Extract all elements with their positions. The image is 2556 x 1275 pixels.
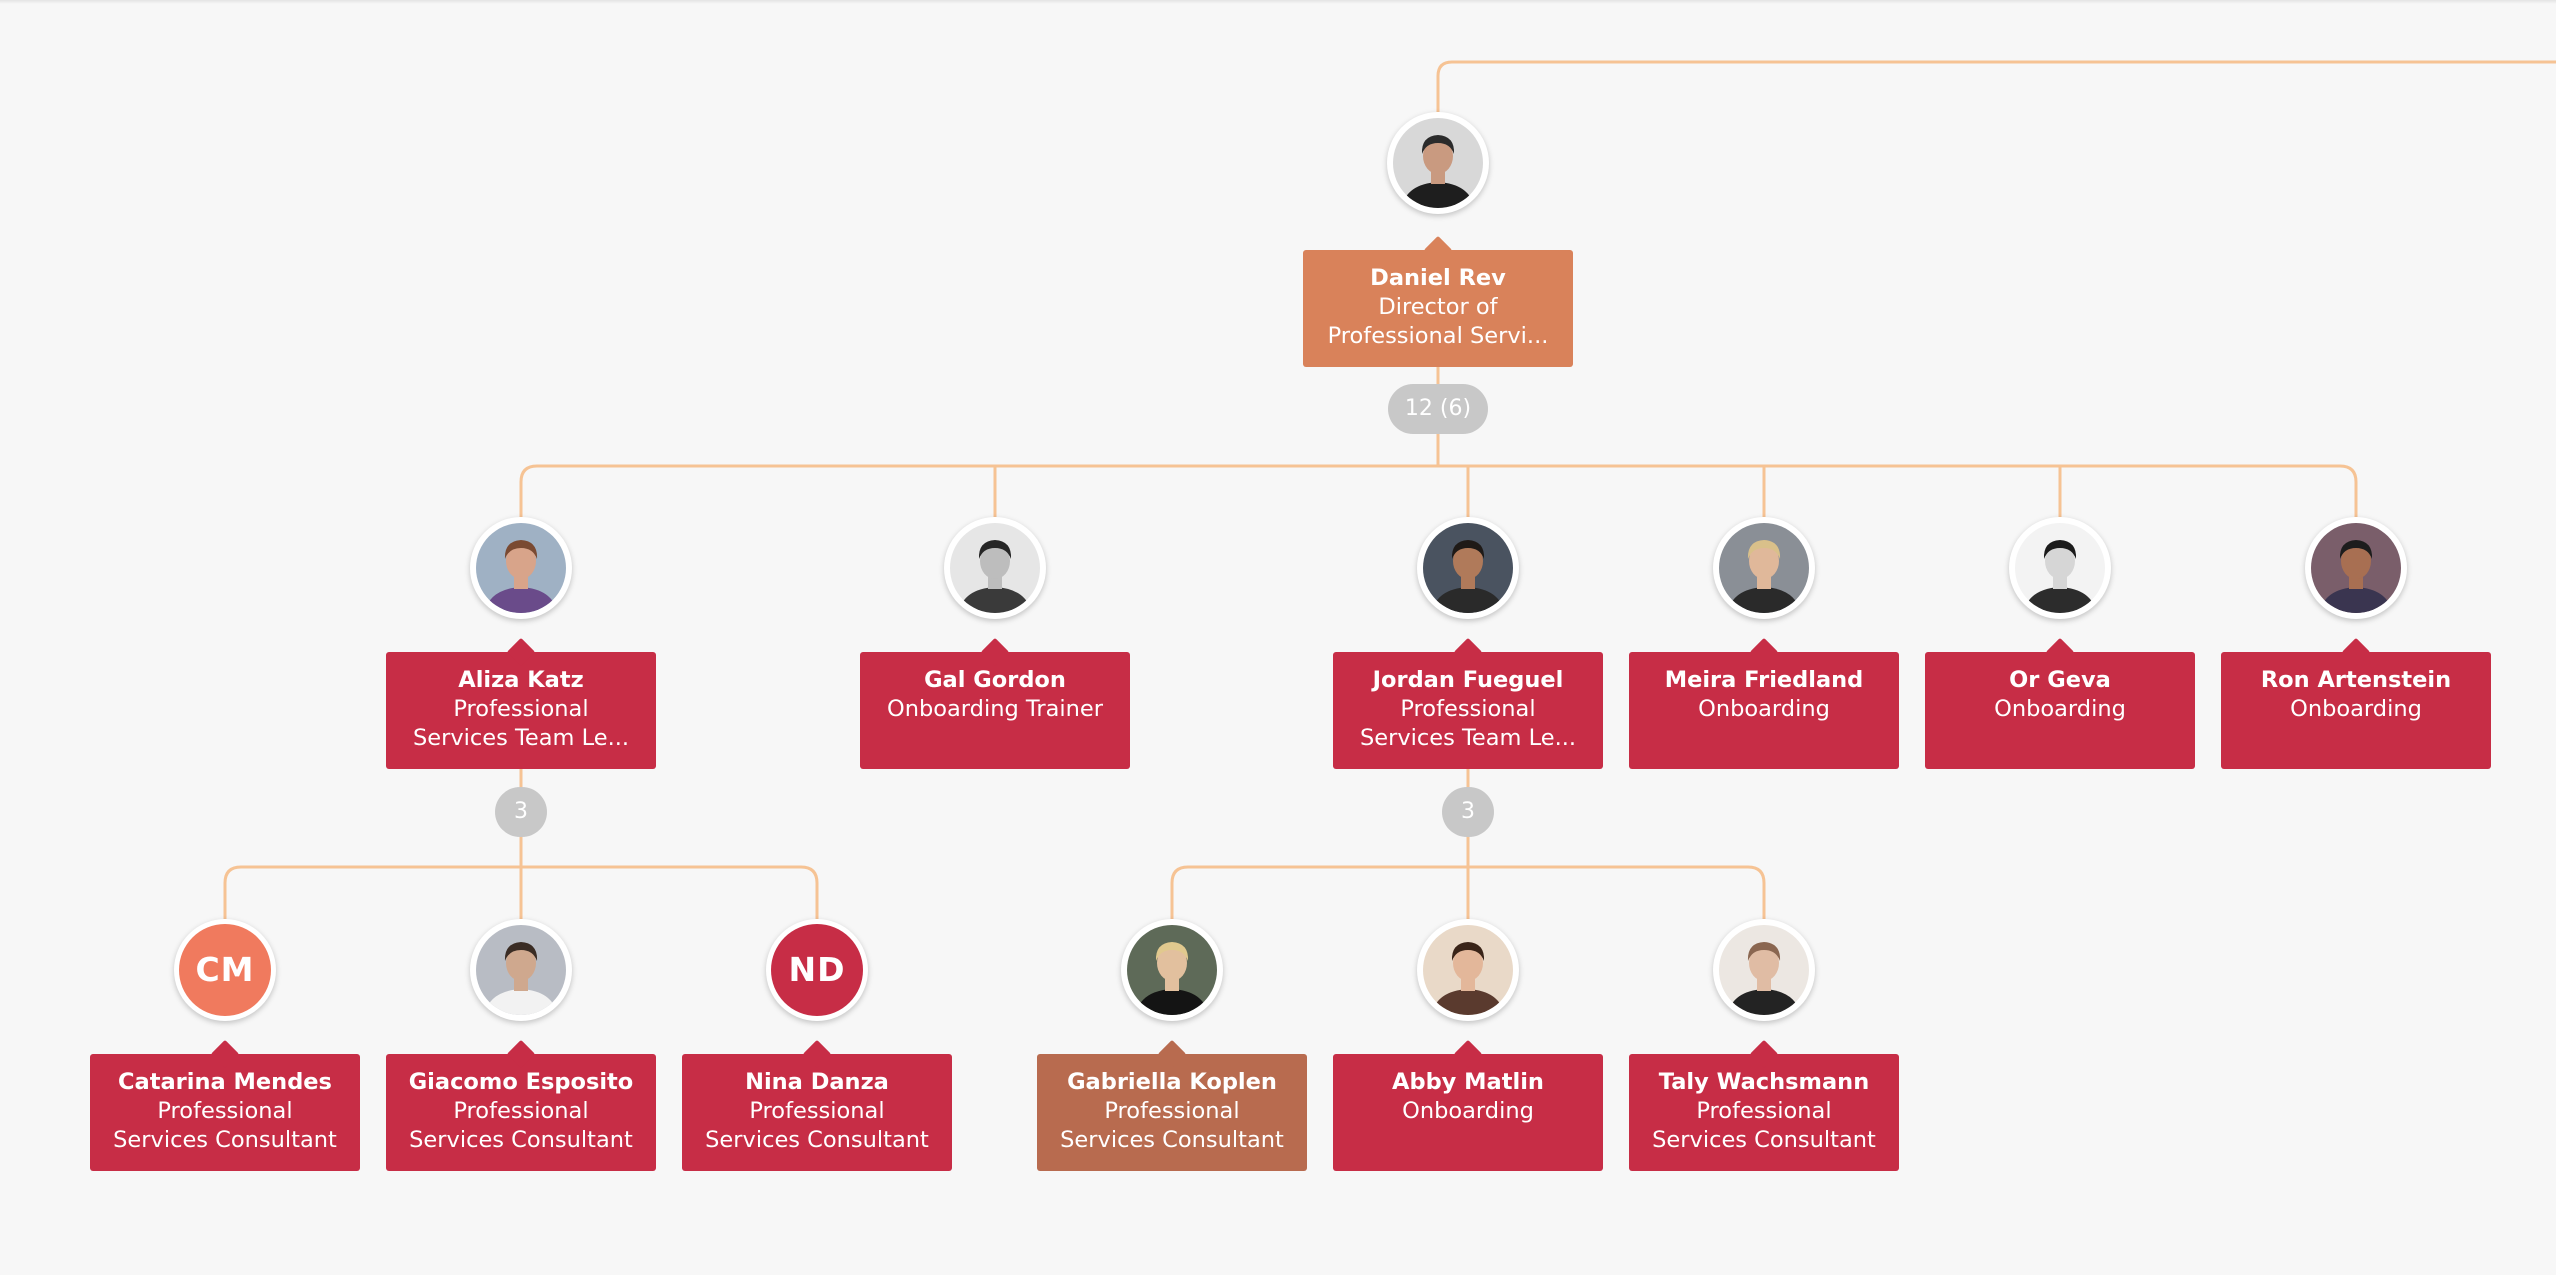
daniel-reports-count-badge[interactable]: 12 (6) <box>1388 384 1488 434</box>
person-role-line: Onboarding <box>1698 696 1830 722</box>
person-photo-icon <box>1719 925 1809 1015</box>
person-role-line: Director of <box>1378 294 1498 320</box>
person-role-line: Services Consultant <box>1652 1127 1876 1153</box>
person-role-line: Professional <box>1696 1098 1832 1124</box>
person-photo-icon <box>476 523 566 613</box>
person-name: Daniel Rev <box>1370 265 1506 291</box>
person-role-line: Services Team Le... <box>412 725 630 751</box>
person-role-line: Professional Servi... <box>1327 323 1549 349</box>
person-photo-icon <box>2015 523 2105 613</box>
person-role-line: Professional <box>749 1098 885 1124</box>
person-name: Catarina Mendes <box>118 1069 332 1095</box>
person-role-line: Professional <box>453 696 589 722</box>
taly-avatar[interactable] <box>1713 919 1815 1021</box>
daniel-avatar[interactable] <box>1387 112 1489 214</box>
person-photo-icon <box>1393 118 1483 208</box>
person-photo-icon <box>1423 925 1513 1015</box>
person-role-line: Professional <box>1400 696 1536 722</box>
person-photo-icon <box>476 925 566 1015</box>
person-name: Meira Friedland <box>1664 667 1864 693</box>
person-role: Onboarding <box>1629 695 1899 724</box>
person-role: Onboarding <box>2221 695 2491 724</box>
person-name: Nina Danza <box>745 1069 889 1095</box>
jordan-avatar[interactable] <box>1417 517 1519 619</box>
gal-avatar[interactable] <box>944 517 1046 619</box>
person-photo-icon <box>1423 523 1513 613</box>
person-role-line: Professional <box>453 1098 589 1124</box>
person-role-line: Services Team Le... <box>1359 725 1577 751</box>
person-name: Giacomo Esposito <box>408 1069 634 1095</box>
person-name: Gal Gordon <box>924 667 1066 693</box>
catarina-avatar[interactable]: CM <box>174 919 276 1021</box>
gabriella-avatar[interactable] <box>1121 919 1223 1021</box>
person-photo-icon <box>2311 523 2401 613</box>
person-role: Onboarding Trainer <box>860 695 1130 724</box>
person-role: Director of Professional Servi... <box>1303 293 1573 351</box>
person-role-line: Services Consultant <box>705 1127 929 1153</box>
meira-avatar[interactable] <box>1713 517 1815 619</box>
person-photo-icon <box>1719 523 1809 613</box>
or-avatar[interactable] <box>2009 517 2111 619</box>
person-role-line: Services Consultant <box>409 1127 633 1153</box>
person-role-line: Professional <box>157 1098 293 1124</box>
giacomo-avatar[interactable] <box>470 919 572 1021</box>
person-role: Onboarding <box>1925 695 2195 724</box>
person-name: Abby Matlin <box>1392 1069 1544 1095</box>
aliza-reports-count-badge[interactable]: 3 <box>495 787 547 837</box>
person-name: Gabriella Koplen <box>1067 1069 1277 1095</box>
ron-avatar[interactable] <box>2305 517 2407 619</box>
connector-bus-daniel <box>519 464 2358 517</box>
person-name: Ron Artenstein <box>2260 667 2452 693</box>
person-role-line: Onboarding <box>2290 696 2422 722</box>
connector-up-from-daniel <box>1436 60 2556 112</box>
jordan-reports-count-badge[interactable]: 3 <box>1442 787 1494 837</box>
initials-avatar-icon: CM <box>179 924 271 1016</box>
person-photo-icon <box>1127 925 1217 1015</box>
person-role: Onboarding <box>1333 1097 1603 1126</box>
person-name: Or Geva <box>2009 667 2111 693</box>
person-name: Taly Wachsmann <box>1658 1069 1870 1095</box>
person-role-line: Services Consultant <box>113 1127 337 1153</box>
person-name: Jordan Fueguel <box>1372 667 1564 693</box>
person-role-line: Services Consultant <box>1060 1127 1284 1153</box>
person-role-line: Onboarding <box>1402 1098 1534 1124</box>
person-photo-icon <box>950 523 1040 613</box>
person-role-line: Onboarding Trainer <box>887 696 1103 722</box>
top-edge-shadow <box>0 0 2556 4</box>
person-role-line: Onboarding <box>1994 696 2126 722</box>
person-name: Aliza Katz <box>458 667 584 693</box>
person-role-line: Professional <box>1104 1098 1240 1124</box>
initials-avatar-icon: ND <box>771 924 863 1016</box>
nina-avatar[interactable]: ND <box>766 919 868 1021</box>
aliza-avatar[interactable] <box>470 517 572 619</box>
abby-avatar[interactable] <box>1417 919 1519 1021</box>
